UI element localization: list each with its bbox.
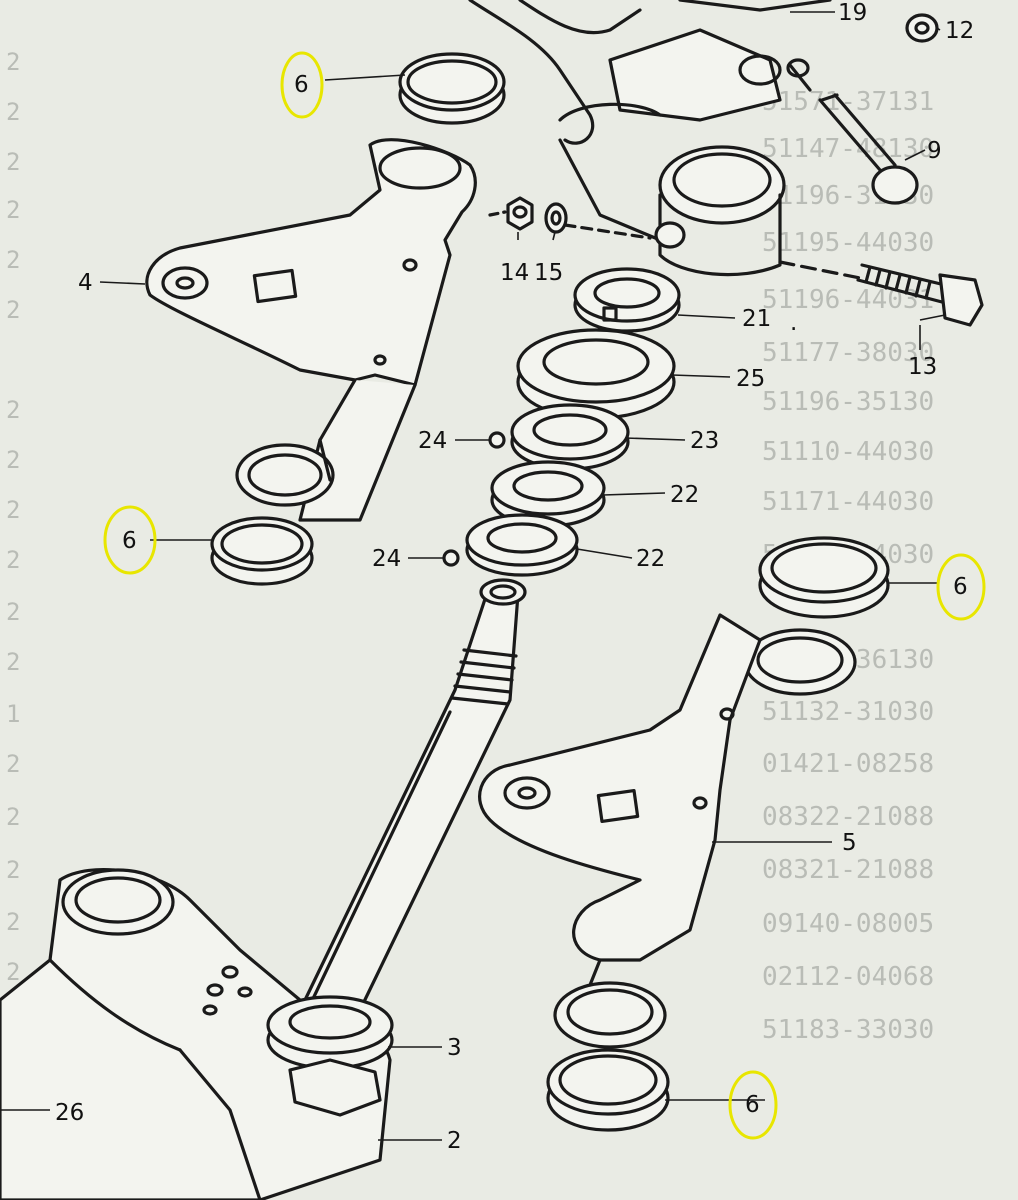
callout-dot: . [790,310,797,336]
ring-6-bottom [546,1048,670,1132]
callout-23: 23 [690,428,719,454]
bolt-13 [778,260,984,327]
bg-part-number: 51183-33030 [762,1015,934,1045]
washer-12 [905,13,939,43]
svg-text:1: 1 [6,700,20,728]
highlight-circles [103,51,986,1140]
callout-6-mid-left: 6 [122,528,137,554]
callout-6-bottom: 6 [745,1092,760,1118]
washer-15 [544,202,568,234]
svg-text:2: 2 [6,958,20,986]
nut-21 [573,267,681,333]
left-margin-marks: 222 222 222 222 122 222 2 [6,48,20,1038]
leader-lines [0,11,946,1141]
svg-text:2: 2 [6,148,20,176]
bg-part-number: 51132-31030 [762,697,934,727]
callout-3: 3 [447,1035,462,1061]
callout-9: 9 [927,138,942,164]
callout-13: 13 [908,354,937,380]
ring-6-mid-left [210,516,314,586]
callout-14: 14 [500,260,529,286]
callout-5: 5 [842,830,857,856]
svg-text:2: 2 [6,598,20,626]
svg-text:2: 2 [6,446,20,474]
bg-part-number: 51196-35130 [762,387,934,417]
bg-part-number: 09140-08005 [762,909,934,939]
svg-text:2: 2 [6,196,20,224]
callout-21: 21 [742,306,771,332]
bg-part-number: 51147-48130 [762,134,934,164]
ring-6-top [398,52,506,125]
svg-text:2: 2 [6,496,20,524]
highlight-circle [728,1070,778,1140]
bg-part-number: 51171-44030 [762,487,934,517]
callout-6-top: 6 [294,72,309,98]
callout-19: 19 [838,0,867,26]
svg-text:2: 2 [6,296,20,324]
bolt-9 [786,58,919,205]
bracket-5 [478,613,857,1049]
svg-text:2: 2 [6,856,20,884]
bg-part-number: 51195-44030 [762,228,934,258]
nut-14 [506,196,534,231]
bg-part-number: 51177-38030 [762,338,934,368]
highlight-circle [936,553,986,621]
callout-24-upper: 24 [418,428,447,454]
bg-part-number: 08322-21088 [762,802,934,832]
svg-text:2: 2 [6,396,20,424]
callout-15: 15 [534,260,563,286]
svg-text:2: 2 [6,546,20,574]
bg-part-number: 08321-21088 [762,855,934,885]
callout-labels: 6 4 6 6 6 5 3 2 26 9 12 19 13 14 15 21 2… [55,0,974,1154]
stem-hex-nut [288,1058,382,1117]
svg-text:2: 2 [6,48,20,76]
ring-6-right-upper [758,536,890,619]
callout-24-lower: 24 [372,546,401,572]
bracket-4 [145,138,477,522]
callout-12: 12 [945,18,974,44]
callout-22-lower: 22 [636,546,665,572]
ball-24-lower [442,549,460,567]
bg-part-number: 51110-44030 [762,437,934,467]
background-part-numbers: 51571-37131 51147-48130 51196-31030 5119… [762,87,934,1045]
dust-seal-25 [516,328,676,420]
svg-text:2: 2 [6,803,20,831]
highlight-circle [103,505,157,575]
race-23 [510,403,630,471]
svg-text:2: 2 [6,908,20,936]
highlight-circle [280,51,324,119]
callout-4: 4 [78,270,93,296]
callout-26: 26 [55,1100,84,1126]
svg-text:2: 2 [6,246,20,274]
svg-text:2: 2 [6,648,20,676]
race-22-upper [490,460,606,528]
bg-part-number: 02112-04068 [762,962,934,992]
race-22-lower [465,513,579,577]
callout-2: 2 [447,1128,462,1154]
bg-part-number: 01421-08258 [762,749,934,779]
callout-6-right: 6 [953,574,968,600]
callout-25: 25 [736,366,765,392]
svg-text:2: 2 [6,750,20,778]
svg-text:2: 2 [6,98,20,126]
ball-24-upper [488,431,506,449]
upper-clamp-assembly [468,0,832,277]
stem-collar-3 [266,995,394,1070]
callout-22-upper: 22 [670,482,699,508]
